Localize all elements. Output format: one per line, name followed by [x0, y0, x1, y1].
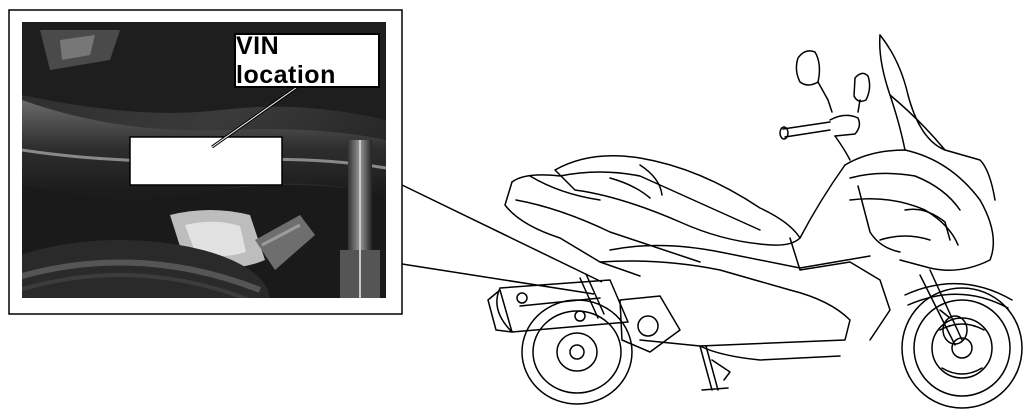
mirror-left	[796, 51, 832, 112]
vin-location-label: VIN location	[234, 33, 380, 88]
scooter-illustration	[488, 35, 1022, 408]
mirror-right	[854, 73, 870, 112]
zoom-line-lower	[402, 264, 594, 294]
vin-plate	[130, 137, 282, 185]
handlebar	[780, 115, 859, 160]
front-fairing	[800, 150, 993, 270]
seat	[555, 156, 800, 245]
windscreen	[880, 35, 995, 200]
zoom-line-upper	[402, 185, 602, 282]
rear-wheel	[522, 300, 632, 404]
